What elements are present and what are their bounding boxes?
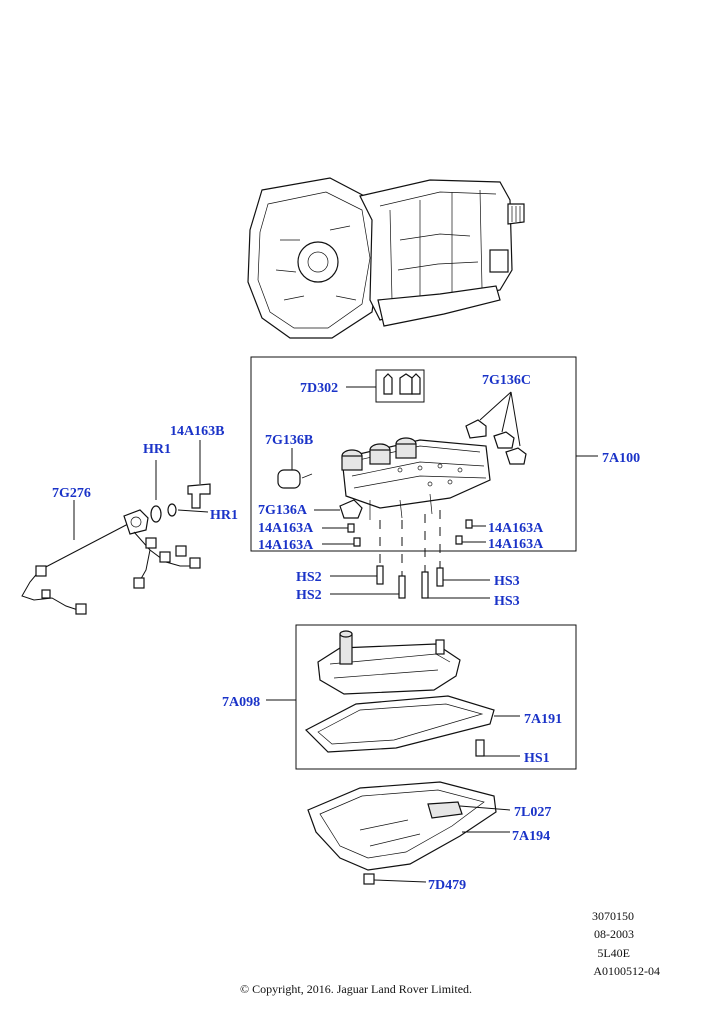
bolts-illustration <box>330 510 490 599</box>
transmission-assembly-illustration <box>247 177 525 339</box>
copyright-notice: © Copyright, 2016. Jaguar Land Rover Lim… <box>240 982 472 996</box>
meta-model: 5L40E <box>597 946 630 960</box>
filter-gasket-box <box>295 624 577 770</box>
meta-illustration-id: A0100512-04 <box>593 964 660 978</box>
callout-14a163a-right-2: 14A163A <box>488 537 544 552</box>
callout-14a163a-left-1: 14A163A <box>258 521 314 536</box>
meta-date: 08-2003 <box>594 927 634 941</box>
callout-hs3-upper: HS3 <box>494 574 520 589</box>
callout-7g276: 7G276 <box>52 486 91 501</box>
callout-7g136c: 7G136C <box>482 373 531 388</box>
meta-reference-number: 3070150 <box>592 909 634 923</box>
callout-14a163a-left-2: 14A163A <box>258 538 314 553</box>
callout-hr1-right: HR1 <box>210 508 238 523</box>
callout-7a098: 7A098 <box>222 695 260 710</box>
callout-7l027: 7L027 <box>514 805 551 820</box>
wiring-harness-illustration <box>21 440 211 615</box>
valve-body-box <box>250 356 577 552</box>
callout-7a191: 7A191 <box>524 712 562 727</box>
callout-7a194: 7A194 <box>512 829 550 844</box>
callout-7d302: 7D302 <box>300 381 338 396</box>
callout-7a100: 7A100 <box>602 451 640 466</box>
callout-7g136b: 7G136B <box>265 433 313 448</box>
callout-hs2-lower: HS2 <box>296 588 322 603</box>
callout-hr1-top: HR1 <box>143 442 171 457</box>
callout-labels: 7D302 7G136C 7G136B 14A163B HR1 HR1 7G27… <box>52 373 640 893</box>
callout-hs2-upper: HS2 <box>296 570 322 585</box>
callout-7g136a: 7G136A <box>258 503 308 518</box>
valve-body-group <box>250 356 598 552</box>
callout-hs1: HS1 <box>524 751 550 766</box>
callout-hs3-lower: HS3 <box>494 594 520 609</box>
oil-pan-illustration <box>307 781 511 885</box>
illustration-meta: 3070150 08-2003 5L40E A0100512-04 <box>592 909 660 978</box>
filter-gasket-group <box>266 624 577 770</box>
7d302-inset-box <box>375 369 425 403</box>
callout-14a163a-right-1: 14A163A <box>488 521 544 536</box>
callout-7d479: 7D479 <box>428 878 466 893</box>
callout-14a163b: 14A163B <box>170 424 224 439</box>
